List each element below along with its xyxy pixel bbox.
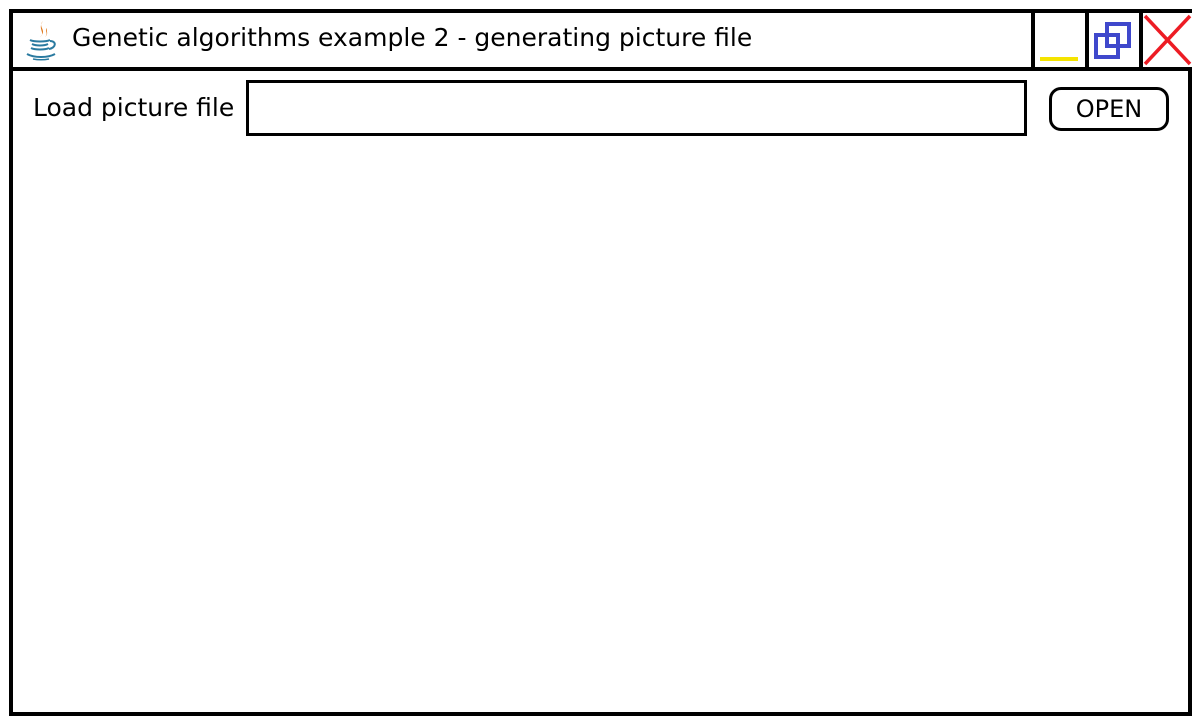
minimize-icon [1040, 57, 1078, 61]
restore-button[interactable] [1085, 13, 1139, 67]
restore-icon [1094, 22, 1131, 59]
close-icon [1143, 14, 1192, 66]
title-bar[interactable]: Genetic algorithms example 2 - generatin… [13, 13, 1192, 71]
load-picture-label: Load picture file [33, 93, 235, 122]
file-path-input[interactable] [246, 80, 1027, 136]
open-button[interactable]: OPEN [1049, 87, 1169, 131]
minimize-button[interactable] [1031, 13, 1085, 67]
main-window: Genetic algorithms example 2 - generatin… [9, 9, 1192, 716]
window-title: Genetic algorithms example 2 - generatin… [72, 23, 753, 52]
java-coffee-cup-icon [24, 19, 60, 61]
close-button[interactable] [1139, 13, 1192, 67]
